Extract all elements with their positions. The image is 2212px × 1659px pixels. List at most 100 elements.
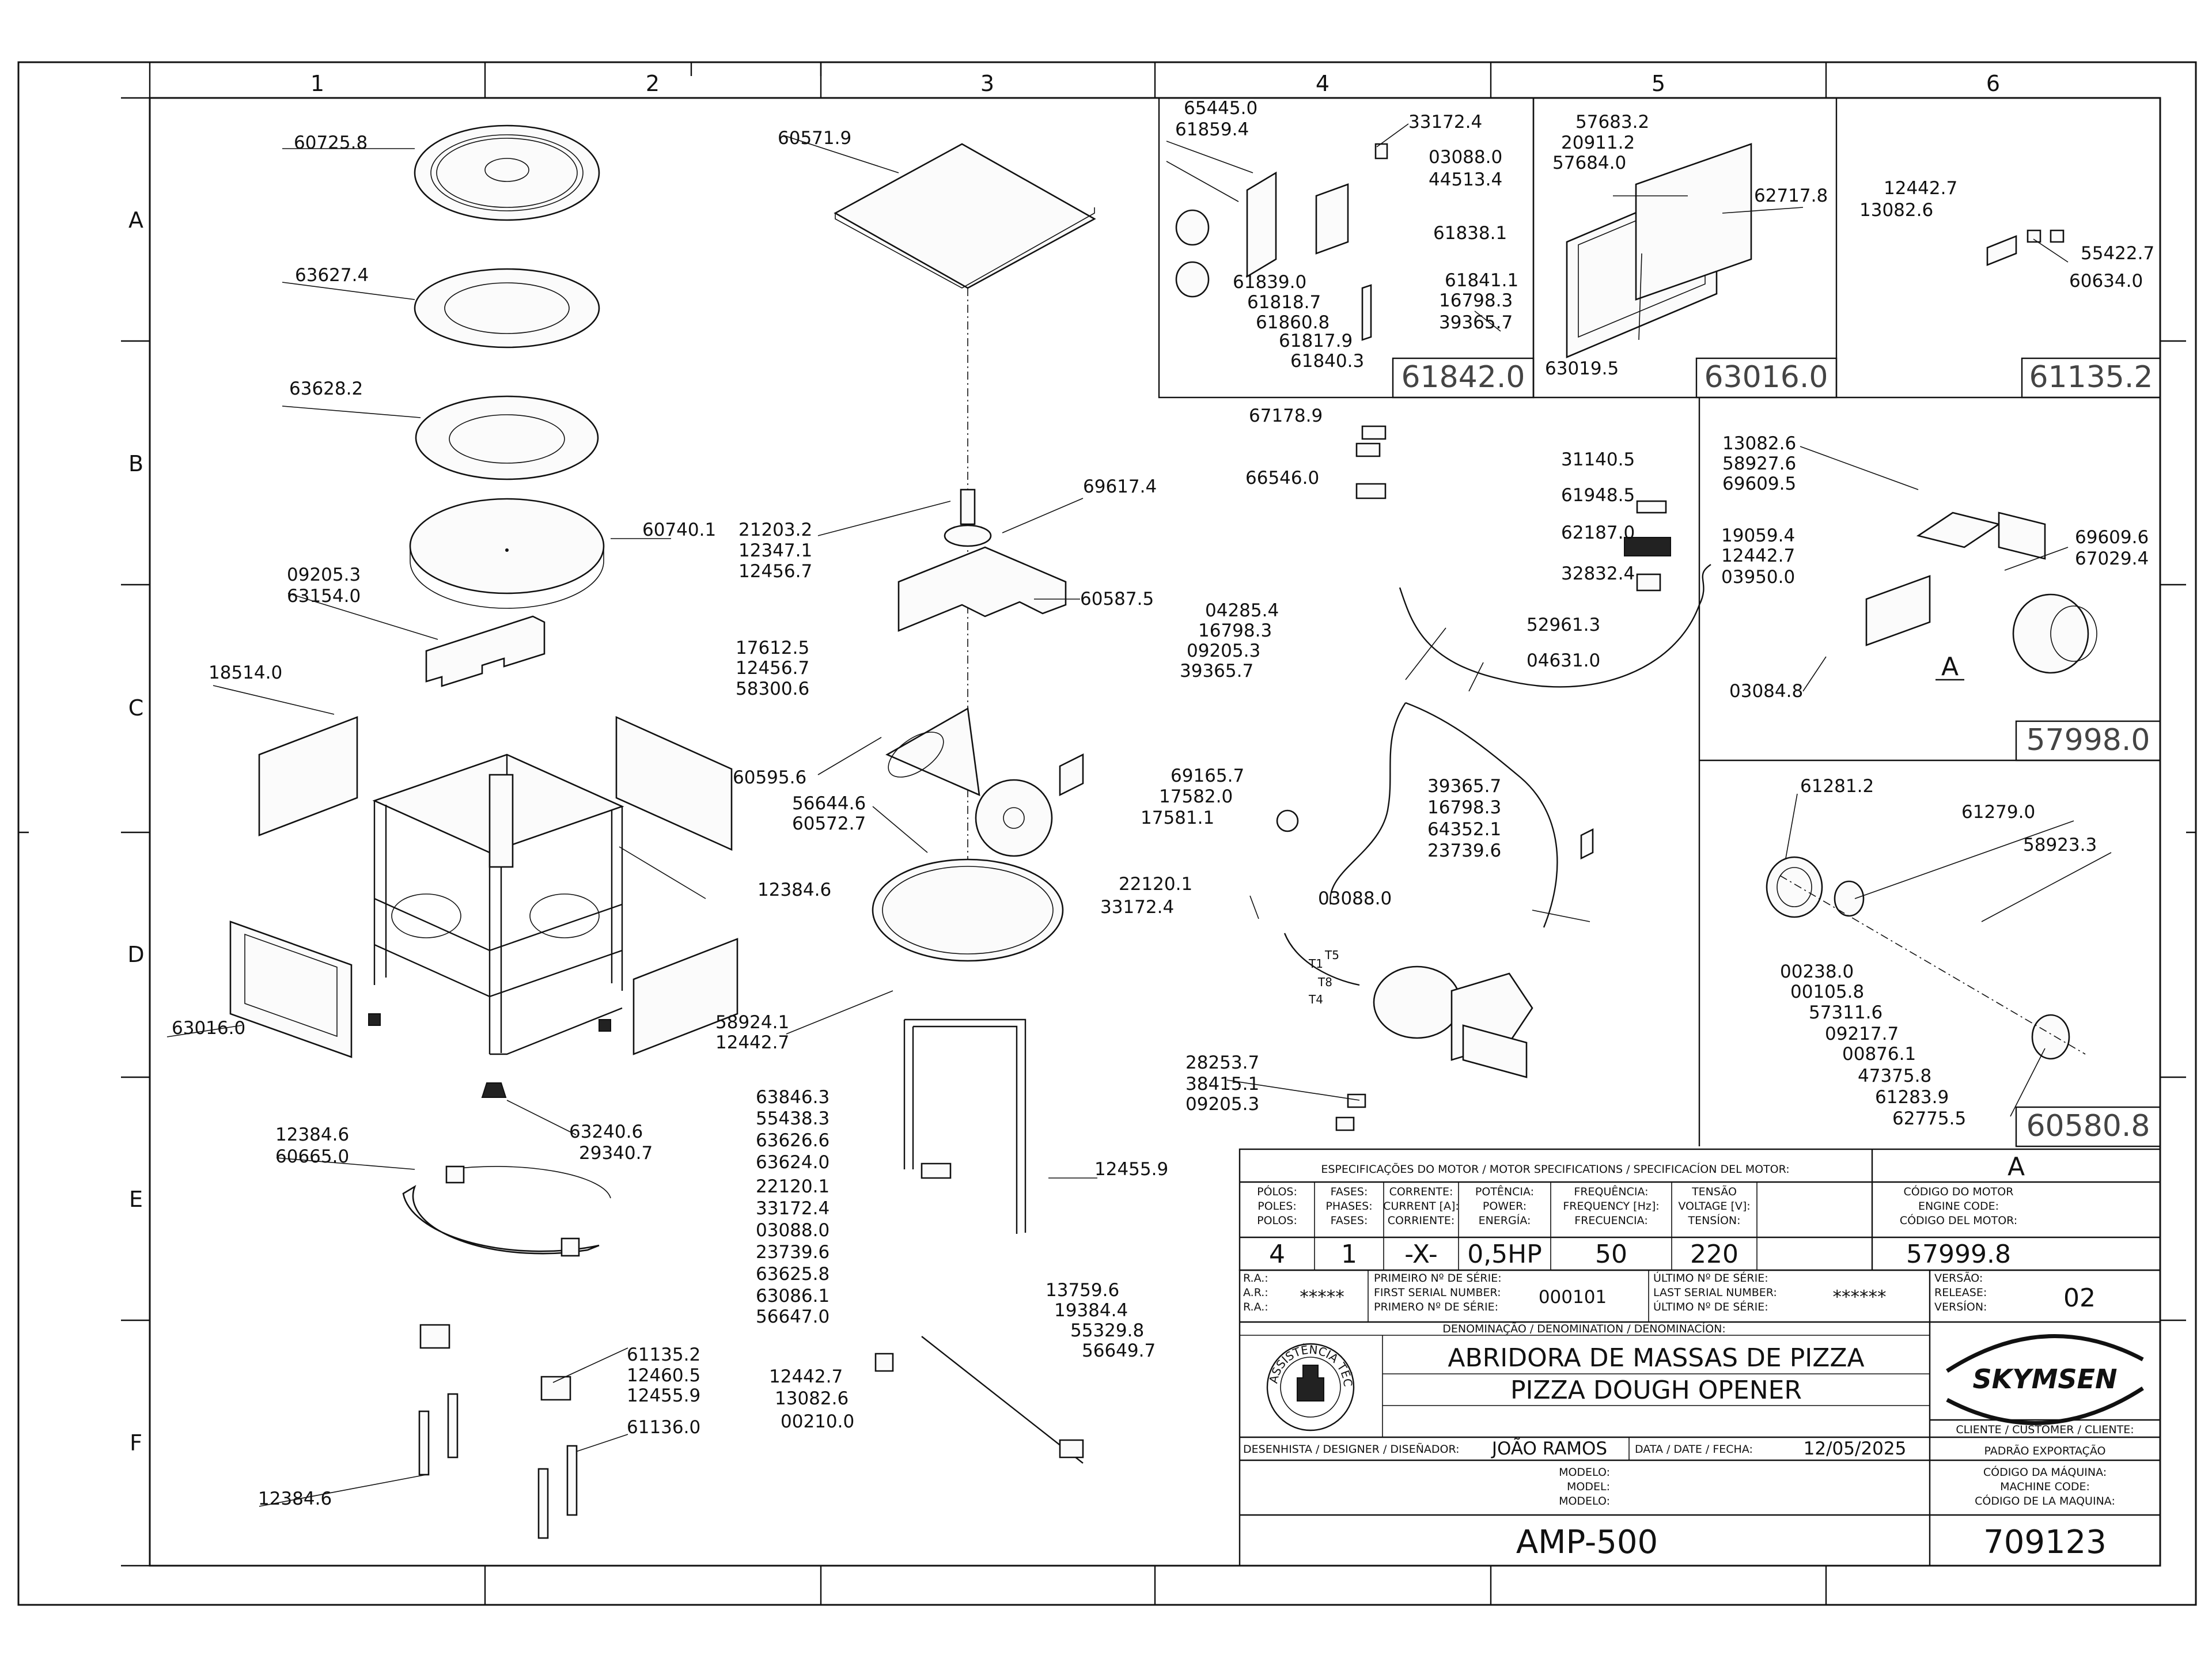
callout-64352-1: 64352.1: [1427, 819, 1501, 840]
callout-04631-0: 04631.0: [1527, 650, 1600, 671]
grid-column-labels: 1 2 3 4 5 6: [310, 71, 2000, 96]
denomination-label: DENOMINAÇÃO / DENOMINATION / DENOMINACÍO…: [1442, 1322, 1726, 1335]
version-label-es: VERSÍON:: [1934, 1300, 1987, 1313]
brand-logo: SKYMSEN: [1946, 1334, 2144, 1425]
callout-60587-5: 60587.5: [1080, 589, 1154, 609]
parts-artwork-electrical: [1276, 425, 1711, 1131]
callout-57311-6: 57311.6: [1809, 1002, 1883, 1023]
ra-value: *****: [1300, 1287, 1344, 1308]
callout-labels: 60725.8 63627.4 63628.2 60740.1 09205.3 …: [172, 98, 2154, 1509]
spec-header-current-en: CURRENT [A]:: [1383, 1200, 1459, 1213]
callout-16798-3-b: 16798.3: [1198, 620, 1272, 641]
model-label-pt: MODELO:: [1559, 1466, 1610, 1479]
callout-03088-0-a: 03088.0: [756, 1220, 830, 1241]
callout-44513-4: 44513.4: [1429, 169, 1502, 190]
callout-13759-6: 13759.6: [1046, 1280, 1119, 1301]
callout-22120-1-a: 22120.1: [756, 1176, 830, 1197]
spec-frequency-value: 50: [1595, 1240, 1627, 1269]
spec-current-value: -X-: [1404, 1240, 1438, 1269]
callout-20911-2: 20911.2: [1561, 132, 1635, 153]
spec-header-voltage-en: VOLTAGE [V]:: [1678, 1200, 1750, 1213]
version-value: 02: [2063, 1283, 2096, 1313]
spec-header-voltage-pt: TENSÃO: [1691, 1185, 1737, 1198]
callout-23739-6-b: 23739.6: [1427, 840, 1501, 861]
motor-specs-detail: A: [2008, 1152, 2025, 1181]
spec-header-frequency-es: FRECUENCIA:: [1574, 1214, 1647, 1227]
subassembly-ref-60580: 60580.8: [2026, 1109, 2150, 1143]
callout-67029-4: 67029.4: [2075, 548, 2149, 569]
spec-header-power-en: POWER:: [1483, 1200, 1527, 1213]
callout-61838-1: 61838.1: [1433, 223, 1507, 244]
callout-69609-5: 69609.5: [1722, 474, 1796, 494]
callout-67178-9: 67178.9: [1249, 406, 1323, 426]
grid-row-a: A: [128, 207, 143, 233]
callout-63626-6: 63626.6: [756, 1130, 830, 1151]
callout-18514-0: 18514.0: [209, 662, 282, 683]
callout-60740-1: 60740.1: [642, 520, 716, 540]
designer-label: DESENHISTA / DESIGNER / DISEÑADOR:: [1243, 1442, 1460, 1456]
callout-60634-0: 60634.0: [2069, 271, 2143, 291]
callout-09205-3-b: 09205.3: [1187, 641, 1260, 661]
grid-col-4: 4: [1316, 71, 1330, 96]
callout-58300-6: 58300.6: [736, 679, 809, 699]
callout-28253-7: 28253.7: [1185, 1052, 1259, 1073]
callout-03950-0: 03950.0: [1721, 567, 1795, 588]
subassembly-ref-57998: 57998.0: [2026, 723, 2150, 757]
callout-58923-3: 58923.3: [2023, 835, 2097, 855]
callout-19384-4: 19384.4: [1054, 1300, 1128, 1321]
callout-00105-8: 00105.8: [1790, 982, 1864, 1002]
callout-65445-0: 65445.0: [1184, 98, 1257, 119]
callout-12384-6-b: 12384.6: [275, 1124, 349, 1145]
model-label-en: MODEL:: [1567, 1480, 1610, 1493]
callout-12455-9-b: 12455.9: [1094, 1159, 1168, 1180]
callout-61948-5: 61948.5: [1561, 485, 1635, 506]
callout-60595-6: 60595.6: [733, 767, 806, 788]
designer-value: JOÃO RAMOS: [1491, 1438, 1607, 1459]
spec-header-code-pt: CÓDIGO DO MOTOR: [1904, 1184, 2014, 1198]
spec-header-frequency-pt: FREQUÊNCIA:: [1574, 1185, 1648, 1198]
grid-row-c: C: [128, 695, 144, 721]
spec-motor-code-value: 57999.8: [1906, 1240, 2011, 1269]
callout-leaders: [166, 123, 2112, 1507]
motor-specs-table: ESPECIFICAÇÕES DO MOTOR / MOTOR SPECIFIC…: [1238, 1148, 2161, 1271]
subassembly-ref-61135: 61135.2: [2029, 360, 2153, 395]
callout-69609-6: 69609.6: [2075, 527, 2149, 548]
callout-39365-7-c: 39365.7: [1427, 776, 1501, 797]
subassembly-ref-63016: 63016.0: [1704, 360, 1828, 395]
callout-12460-5: 12460.5: [627, 1365, 700, 1386]
client-value: PADRÃO EXPORTAÇÃO: [1984, 1444, 2106, 1457]
version-label-en: RELEASE:: [1934, 1286, 1987, 1299]
callout-63624-0: 63624.0: [756, 1152, 830, 1173]
callout-47375-8: 47375.8: [1858, 1066, 1931, 1086]
subassembly-frames: 61842.0 63016.0 61135.2 57998.0 60580.8 …: [1158, 97, 2161, 1147]
callout-60725-8: 60725.8: [294, 132, 368, 153]
spec-header-poles-pt: PÓLOS:: [1257, 1184, 1297, 1198]
spec-header-voltage-es: TENSÍON:: [1687, 1214, 1740, 1227]
authorized-service-seal: ASSISTÊNCIA TÉCNICA AUTORIZADA: [0, 0, 1355, 1431]
grid-col-5: 5: [1652, 71, 1665, 96]
last-serial-label-es: ÚLTIMO Nº DE SÉRIE:: [1653, 1300, 1768, 1313]
callout-61839-0: 61839.0: [1233, 272, 1306, 293]
callout-33172-4-a: 33172.4: [756, 1198, 830, 1219]
callout-61818-7: 61818.7: [1247, 292, 1321, 313]
parts-artwork: [229, 124, 738, 1539]
callout-61135-2: 61135.2: [627, 1344, 700, 1365]
callout-16798-3-c: 16798.3: [1427, 797, 1501, 818]
product-name-pt: ABRIDORA DE MASSAS DE PIZZA: [1448, 1343, 1864, 1373]
drawing-frame: [17, 61, 2197, 1606]
callout-60571-9: 60571.9: [778, 128, 851, 149]
grid-col-2: 2: [646, 71, 660, 96]
last-serial-label-pt: ÚLTIMO Nº DE SÉRIE:: [1653, 1271, 1768, 1285]
callout-33172-4-b: 33172.4: [1408, 112, 1482, 132]
callout-13082-6-c: 13082.6: [1722, 433, 1796, 454]
callout-13082-6-b: 13082.6: [1859, 200, 1933, 221]
callout-16798-3-a: 16798.3: [1439, 290, 1513, 311]
callout-03084-8: 03084.8: [1729, 681, 1803, 702]
callout-58924-1: 58924.1: [715, 1012, 789, 1033]
callout-55329-8: 55329.8: [1070, 1320, 1144, 1341]
callout-00876-1: 00876.1: [1842, 1044, 1916, 1065]
callout-21203-2: 21203.2: [738, 520, 812, 540]
machine-code-label-pt: CÓDIGO DA MÁQUINA:: [1983, 1465, 2107, 1479]
callout-57684-0: 57684.0: [1552, 153, 1626, 173]
callout-69617-4: 69617.4: [1083, 476, 1157, 497]
